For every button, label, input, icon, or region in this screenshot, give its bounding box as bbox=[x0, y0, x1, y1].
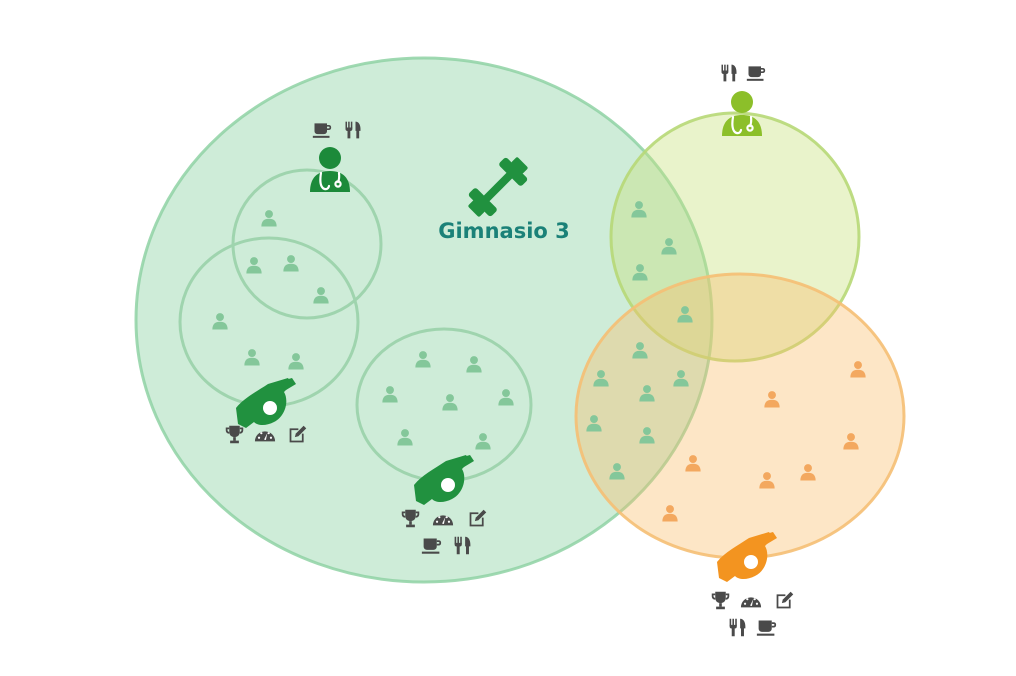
coffee-icon bbox=[746, 66, 766, 81]
gym-header: Gimnasio 3 bbox=[438, 152, 570, 243]
trophy-icon bbox=[711, 591, 730, 610]
doctor-lime bbox=[720, 64, 766, 138]
nutrition-circle bbox=[609, 111, 861, 363]
gym-title: Gimnasio 3 bbox=[438, 219, 570, 243]
fork-knife-icon bbox=[729, 618, 746, 637]
gym-circle bbox=[134, 56, 714, 584]
orange-group-circle bbox=[574, 272, 906, 560]
edit-icon bbox=[776, 591, 794, 609]
group-circles bbox=[134, 56, 906, 584]
fork-knife-icon bbox=[721, 64, 737, 82]
speedometer-icon bbox=[740, 597, 762, 608]
coffee-icon bbox=[756, 620, 777, 636]
